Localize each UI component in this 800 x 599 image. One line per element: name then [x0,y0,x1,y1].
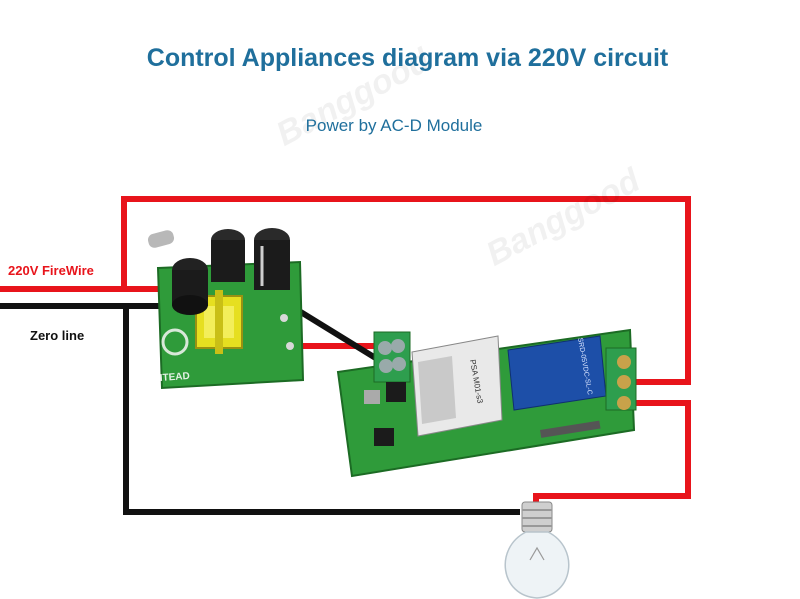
zero-line-label: Zero line [30,328,85,343]
live-loop-wire [121,196,691,385]
power-module-silkscreen: ITEAD [159,371,190,384]
fire-wire-label: 220V FireWire [8,263,94,278]
page-subtitle: Power by AC-D Module [305,116,483,135]
neutral-to-bulb-wire [123,306,520,515]
relay-board: PSA M01-s3 SRD-05VDC-SL-C [336,328,637,478]
live-to-bulb-wire [533,400,691,508]
light-bulb-icon [504,501,570,599]
ac-dc-module: ITEAD [147,228,305,390]
page-title: Control Appliances diagram via 220V circ… [146,44,669,72]
neutral-to-relay-wire [289,303,384,365]
live-wires [0,196,691,508]
neutral-wires [0,303,520,515]
